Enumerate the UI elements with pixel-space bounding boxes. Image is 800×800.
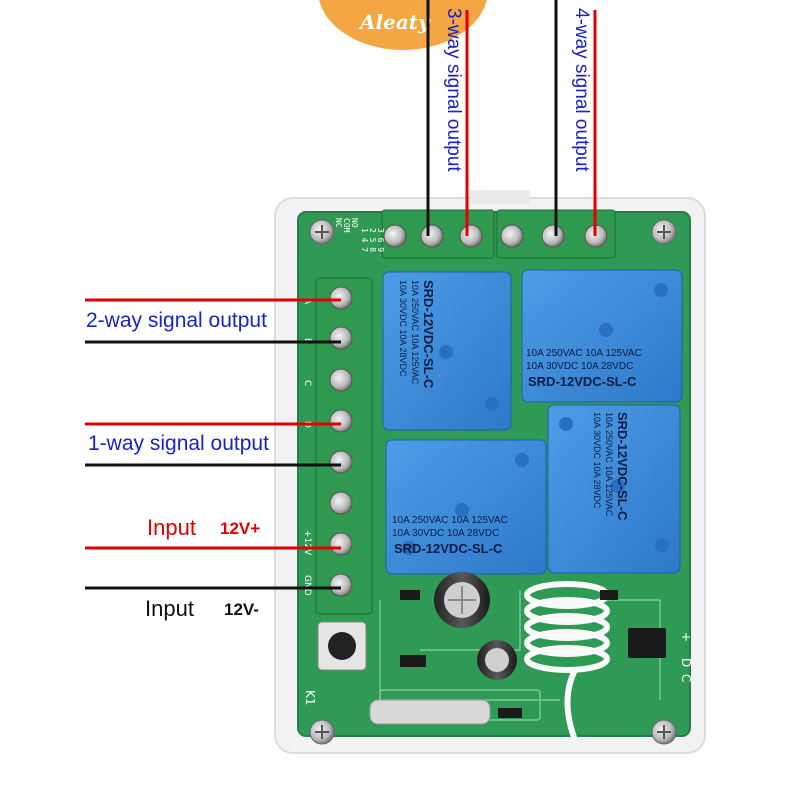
label-input-positive: Input xyxy=(147,515,196,540)
k1-label: K1 xyxy=(303,690,317,706)
side-pin-c: C xyxy=(679,674,693,682)
smd-part xyxy=(600,590,618,600)
top-terminal-label-nc: NC xyxy=(334,218,343,228)
smd-part xyxy=(498,708,522,718)
capacitor-large xyxy=(434,572,490,628)
label-4-way-signal-output: 4-way signal output xyxy=(571,8,592,172)
k1-button xyxy=(317,621,367,671)
top-terminal-label-com: COM xyxy=(342,218,351,233)
relay-4-rating-2: 10A 30VDC 10A 28VDC xyxy=(592,412,602,509)
label-input-negative: Input xyxy=(145,596,194,621)
top-terminal-number-3: 3 6 9 xyxy=(376,228,385,252)
ic-chip xyxy=(628,628,666,658)
side-terminal-screws xyxy=(329,286,353,597)
mounting-screws xyxy=(309,219,677,745)
side-terminal-label-12v: +12V xyxy=(302,530,312,556)
side-pin-plus: + xyxy=(679,632,693,642)
top-terminal-label-no: NO xyxy=(350,218,359,228)
smd-part xyxy=(400,655,426,667)
logo-text: Aleaty xyxy=(360,10,430,34)
relay-3-rating-2: 10A 30VDC 10A 28VDC xyxy=(392,528,499,539)
relay-3-model: SRD-12VDC-SL-C xyxy=(394,541,503,556)
case-top-lip xyxy=(470,190,530,204)
top-terminal-number-2: 2 5 8 xyxy=(368,228,377,252)
crystal xyxy=(369,699,491,725)
capacitor-small xyxy=(477,640,517,680)
relay-4-model: SRD-12VDC-SL-C xyxy=(615,412,630,521)
relay-2-model: SRD-12VDC-SL-C xyxy=(528,374,637,389)
relay-4: 10A 250VAC 10A 125VAC 10A 30VDC 10A 28VD… xyxy=(547,404,681,574)
relay-3-rating-1: 10A 250VAC 10A 125VAC xyxy=(392,515,508,526)
label-input-positive-voltage: 12V+ xyxy=(220,519,261,538)
label-1-way-signal-output: 1-way signal output xyxy=(88,432,269,455)
wires-top xyxy=(426,0,597,236)
side-terminal-block xyxy=(315,277,373,615)
top-terminal-number-1: 1 4 7 xyxy=(360,228,369,252)
wires-left xyxy=(85,298,341,590)
relay-1: 10A 250VAC 10A 125VAC 10A 30VDC 10A 28VD… xyxy=(382,271,512,431)
label-3-way-signal-output: 3-way signal output xyxy=(443,8,464,172)
relay-1-rating-1: 10A 250VAC 10A 125VAC xyxy=(410,280,420,385)
relay-1-rating-2: 10A 30VDC 10A 28VDC xyxy=(398,280,408,377)
antenna-coil xyxy=(524,581,610,742)
side-terminal-label-gnd: GND xyxy=(302,575,312,596)
label-input-negative-voltage: 12V- xyxy=(224,600,259,619)
relay-2: 10A 250VAC 10A 125VAC 10A 30VDC 10A 28VD… xyxy=(521,269,683,403)
side-pin-d: D xyxy=(679,658,693,667)
relay-4-rating-1: 10A 250VAC 10A 125VAC xyxy=(604,412,614,517)
relay-2-rating-1: 10A 250VAC 10A 125VAC xyxy=(526,348,642,359)
relay-2-rating-2: 10A 30VDC 10A 28VDC xyxy=(526,361,633,372)
relay-3: 10A 250VAC 10A 125VAC 10A 30VDC 10A 28VD… xyxy=(385,439,547,575)
relay-1-model: SRD-12VDC-SL-C xyxy=(421,280,436,389)
side-terminal-label-c: C xyxy=(302,380,312,386)
smd-part xyxy=(400,590,420,600)
label-2-way-signal-output: 2-way signal output xyxy=(86,309,267,332)
